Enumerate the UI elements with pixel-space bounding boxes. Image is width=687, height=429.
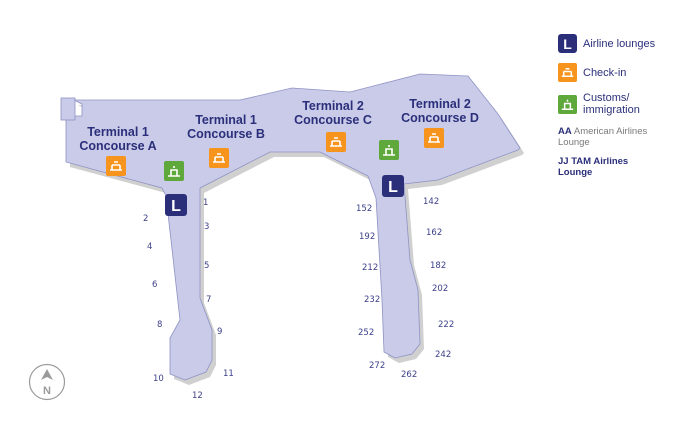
gate-label: 8 [157, 320, 162, 330]
legend-label-customs-line2: immigration [583, 104, 640, 116]
svg-text:L: L [388, 179, 398, 196]
legend-jj-line2: Lounge [558, 167, 593, 178]
gate-label: 3 [204, 222, 209, 232]
legend-row-customs: Customs/ immigration [558, 92, 683, 116]
gate-label: 222 [438, 320, 454, 330]
gate-label: 252 [358, 328, 374, 338]
gate-label: 182 [430, 261, 446, 271]
legend-aa-name-1: American Airlines [573, 126, 648, 137]
legend-note-aa: AA American Airlines Lounge [558, 126, 683, 148]
legend-jj-line1: JJ TAM Airlines [558, 156, 629, 167]
checkin-icon [326, 132, 346, 152]
terminal-label-c-line1: Terminal 2 [302, 99, 364, 113]
gate-label: 232 [364, 295, 380, 305]
customs-icon [164, 161, 184, 181]
gate-label: 142 [423, 197, 439, 207]
gate-label: 7 [206, 295, 211, 305]
gate-label: 1 [203, 198, 208, 208]
gate-label: 212 [362, 263, 378, 273]
terminal-label-d-line2: Concourse D [401, 111, 479, 125]
gate-label: 10 [153, 374, 164, 384]
gate-label: 162 [426, 228, 442, 238]
gate-label: 2 [143, 214, 148, 224]
terminal-label-d-line1: Terminal 2 [409, 97, 471, 111]
gate-label: 6 [152, 280, 157, 290]
legend-label-customs: Customs/ immigration [583, 92, 640, 116]
north-compass-icon: N [28, 363, 66, 401]
gate-label: 262 [401, 370, 417, 380]
gate-label: 12 [192, 391, 203, 401]
terminal-label-a-line1: Terminal 1 [87, 125, 149, 139]
terminal-label-a-line2: Concourse A [79, 139, 156, 153]
terminal-stub [60, 97, 76, 121]
gate-label: 4 [147, 242, 152, 252]
checkin-icon [558, 63, 577, 82]
checkin-icon [209, 148, 229, 168]
legend-row-checkin: Check-in [558, 63, 683, 82]
lounge-icon: L [558, 34, 577, 53]
legend-note-jj: JJ TAM Airlines Lounge [558, 156, 683, 178]
legend-aa-name-2: Lounge [558, 137, 590, 148]
svg-text:N: N [43, 385, 51, 397]
gate-label: 202 [432, 284, 448, 294]
legend-row-lounges: L Airline lounges [558, 34, 683, 53]
terminal-building [65, 73, 521, 381]
lounge-icon: L [382, 175, 404, 197]
legend-label-customs-line1: Customs/ [583, 92, 630, 104]
lounge-icon: L [165, 194, 187, 216]
customs-icon [558, 94, 577, 114]
gate-label: 192 [359, 232, 375, 242]
legend-label-lounges: Airline lounges [583, 37, 656, 50]
gate-label: 242 [435, 350, 451, 360]
gate-label: 9 [217, 327, 222, 337]
checkin-icon [106, 156, 126, 176]
gate-label: 272 [369, 361, 385, 371]
legend-label-checkin: Check-in [583, 66, 627, 79]
gate-label: 152 [356, 204, 372, 214]
terminal-label-c-line2: Concourse C [294, 113, 372, 127]
terminal-label-b-line1: Terminal 1 [195, 113, 257, 127]
gate-label: 5 [204, 261, 209, 271]
svg-text:L: L [171, 198, 181, 215]
customs-icon [379, 140, 399, 160]
legend-aa-code: AA [558, 126, 572, 137]
checkin-icon [424, 128, 444, 148]
gate-label: 11 [223, 369, 234, 379]
map-legend: L Airline lounges Check-in Customs/ immi… [558, 34, 683, 186]
svg-text:L: L [563, 36, 572, 52]
terminal-label-b-line2: Concourse B [187, 127, 265, 141]
